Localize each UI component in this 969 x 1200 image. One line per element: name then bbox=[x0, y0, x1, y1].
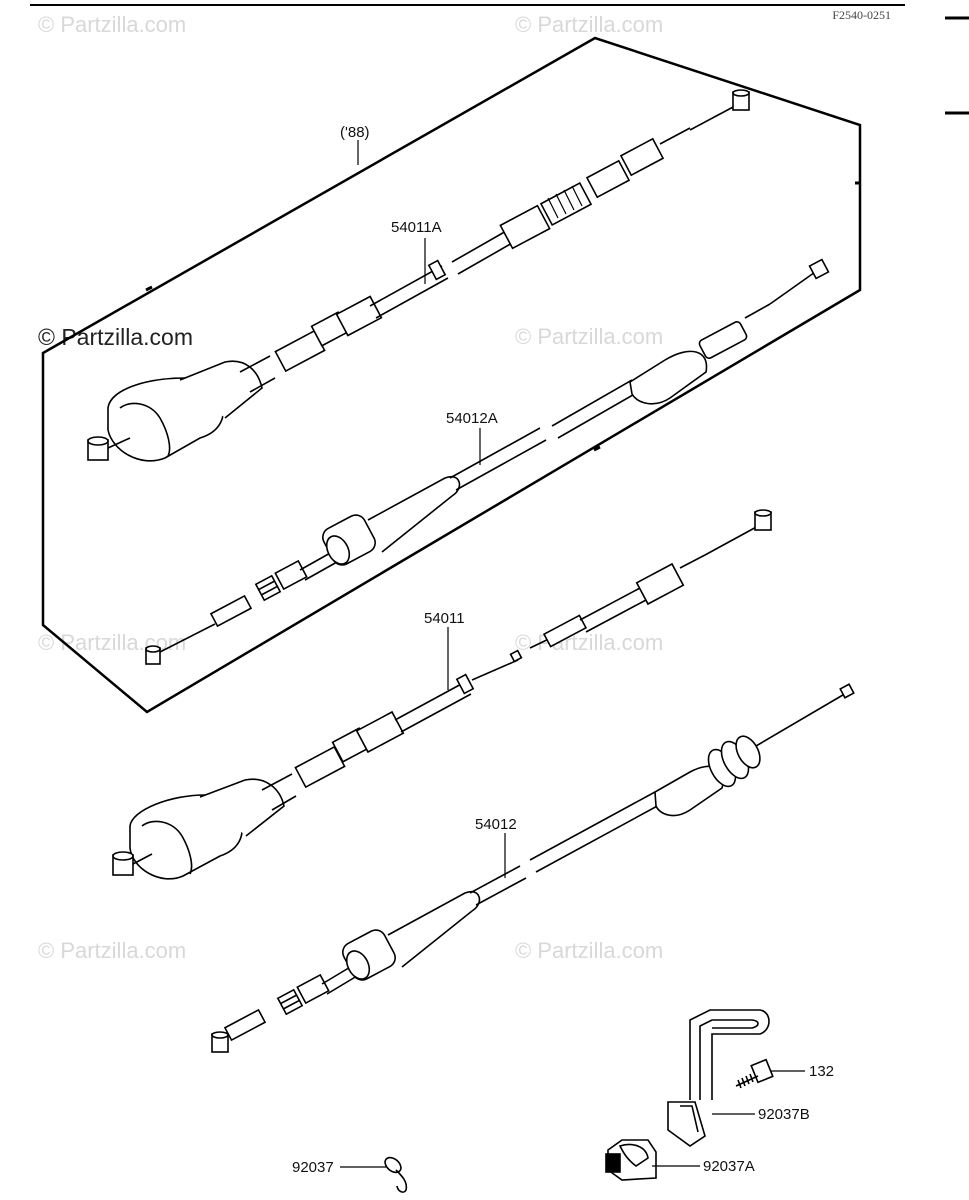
clutch-cable-88 bbox=[87, 89, 750, 462]
callout-92037B: 92037B bbox=[758, 1106, 810, 1123]
watermark: © Partzilla.com bbox=[515, 938, 664, 963]
watermark: © Partzilla.com bbox=[38, 938, 187, 963]
throttle-cable bbox=[211, 683, 855, 1053]
leader-lines bbox=[340, 140, 805, 1168]
throttle-cable-88 bbox=[145, 258, 830, 665]
cable-clamp-assembly bbox=[605, 1009, 774, 1181]
hairpin-clip bbox=[384, 1156, 408, 1193]
watermark: © Partzilla.com bbox=[515, 12, 664, 37]
watermark: © Partzilla.com bbox=[515, 324, 664, 349]
watermark: © Partzilla.com bbox=[38, 324, 193, 350]
callout-year-88: ('88) bbox=[340, 124, 370, 141]
year-group-border bbox=[41, 36, 862, 714]
callout-54012: 54012 bbox=[475, 816, 517, 833]
callout-54011: 54011 bbox=[424, 610, 465, 627]
diagram-code: F2540-0251 bbox=[832, 8, 891, 22]
year-group-border-ticks bbox=[145, 181, 861, 452]
callout-54011A: 54011A bbox=[391, 219, 442, 236]
callout-92037: 92037 bbox=[292, 1159, 334, 1176]
clutch-cable bbox=[112, 509, 772, 880]
callout-54012A: 54012A bbox=[446, 410, 498, 427]
watermark: © Partzilla.com bbox=[38, 12, 187, 37]
callout-92037A: 92037A bbox=[703, 1158, 755, 1175]
callout-132: 132 bbox=[809, 1063, 834, 1080]
